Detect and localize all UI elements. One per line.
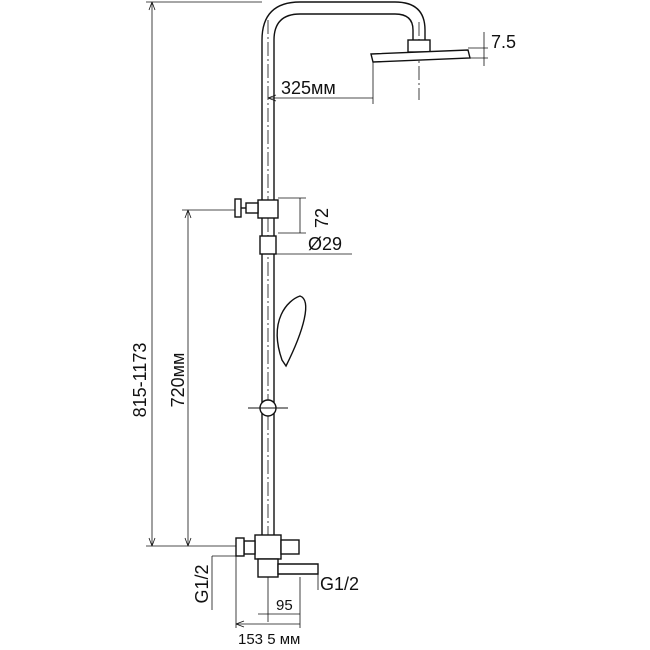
shower-column [261,1,426,540]
dim-inlet-spacing: 153 5 мм [235,556,301,648]
label-inlet-spacing: 153 5 мм [238,631,300,648]
rain-shower-head [370,39,471,63]
label-total-height: 815-1173 [130,343,150,418]
dim-head-diameter: 325мм [267,62,374,104]
hand-shower [276,295,307,368]
mixer-body [235,534,319,578]
dim-holder-height: 72 [278,197,332,234]
dim-spout-length: 95 [258,577,301,622]
label-spout-length: 95 [276,597,293,614]
dim-total-height: 815-1173 [130,1,262,547]
hand-shower-holder [234,198,279,255]
label-pipe-diameter: Ø29 [308,234,342,254]
label-outlet-right: G1/2 [320,574,359,594]
label-mixer-to-holder: 720мм [168,353,188,408]
pipe-joint [248,399,288,417]
label-holder-height: 72 [312,208,332,228]
label-head-diameter: 325мм [281,78,336,98]
label-head-thickness: 7.5 [491,32,516,52]
label-inlet-left: G1/2 [192,564,212,603]
dim-pipe-diameter: Ø29 [276,234,352,255]
dim-head-thickness: 7.5 [468,32,516,66]
dim-inlets: G1/2 G1/2 [192,555,359,610]
dim-mixer-to-holder: 720мм [168,209,235,547]
